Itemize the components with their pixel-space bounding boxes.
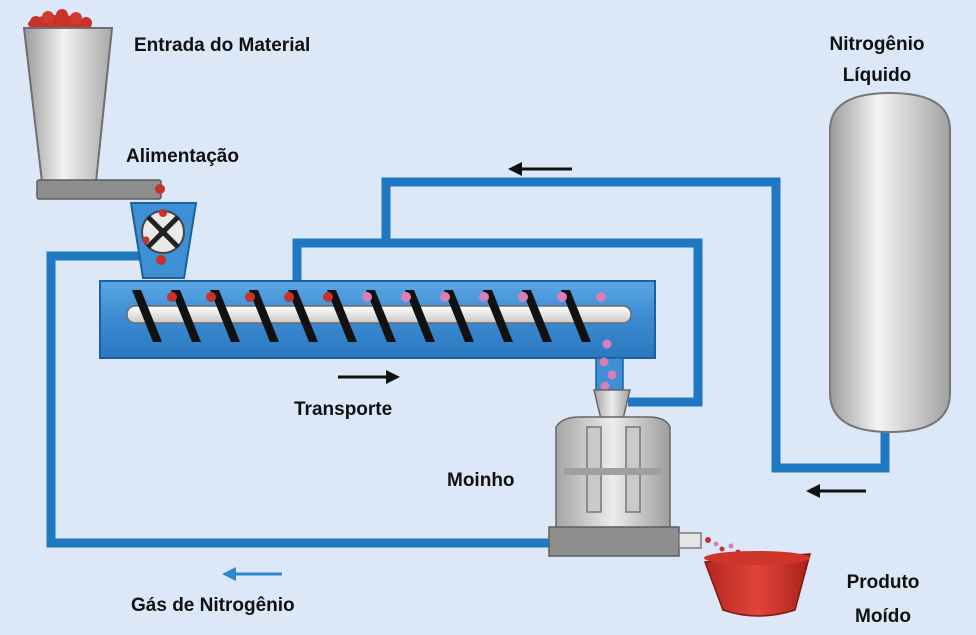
product-label-line2: Moído — [855, 606, 911, 627]
liquid-nitrogen-label-line1: Nitrogênio — [829, 34, 925, 55]
screw-flight — [249, 290, 279, 342]
screw-flight — [483, 290, 513, 342]
rotary-valve-icon — [129, 202, 198, 279]
arrow-left-top — [508, 162, 572, 176]
material-particle — [596, 292, 606, 302]
material-particle — [284, 292, 294, 302]
product-bowl-icon — [703, 551, 811, 617]
arrow-nitrogen-gas — [222, 567, 282, 581]
screw-flight — [444, 290, 474, 342]
liquid-nitrogen-inner-pipe — [292, 238, 703, 407]
material-particle — [206, 292, 216, 302]
screw-flight — [210, 290, 240, 342]
material-particle — [362, 292, 372, 302]
material-particle — [245, 292, 255, 302]
liquid-nitrogen-label-line2: Líquido — [842, 65, 912, 86]
nitrogen-tank-icon — [829, 91, 951, 434]
screw-flight — [405, 290, 435, 342]
arrow-transport — [338, 370, 400, 384]
screw-flight — [171, 290, 201, 342]
screw-flight — [522, 290, 552, 342]
screw-flight — [366, 290, 396, 342]
mill-label: Moinho — [447, 470, 515, 491]
nitrogen-gas-return-pipe — [46, 251, 553, 548]
hopper-icon — [22, 9, 165, 200]
transport-label: Transporte — [294, 399, 393, 420]
material-particle — [518, 292, 528, 302]
liquid-nitrogen-outer-pipe — [381, 177, 890, 473]
material-particle — [557, 292, 567, 302]
product-label-line1: Produto — [846, 572, 920, 593]
screw-flight — [327, 290, 357, 342]
material-particle — [440, 292, 450, 302]
screw-flight — [132, 290, 162, 342]
material-particle — [479, 292, 489, 302]
screw-flight — [561, 290, 591, 342]
screw-flight — [288, 290, 318, 342]
material-particle — [323, 292, 333, 302]
screw-conveyor-icon — [99, 280, 656, 391]
nitrogen-gas-label: Gás de Nitrogênio — [131, 595, 295, 616]
material-particle — [401, 292, 411, 302]
mill-icon — [548, 389, 741, 557]
material-particle — [167, 292, 177, 302]
material-input-label: Entrada do Material — [134, 35, 311, 56]
arrow-left-tank — [806, 484, 866, 498]
feeding-label: Alimentação — [126, 146, 239, 167]
